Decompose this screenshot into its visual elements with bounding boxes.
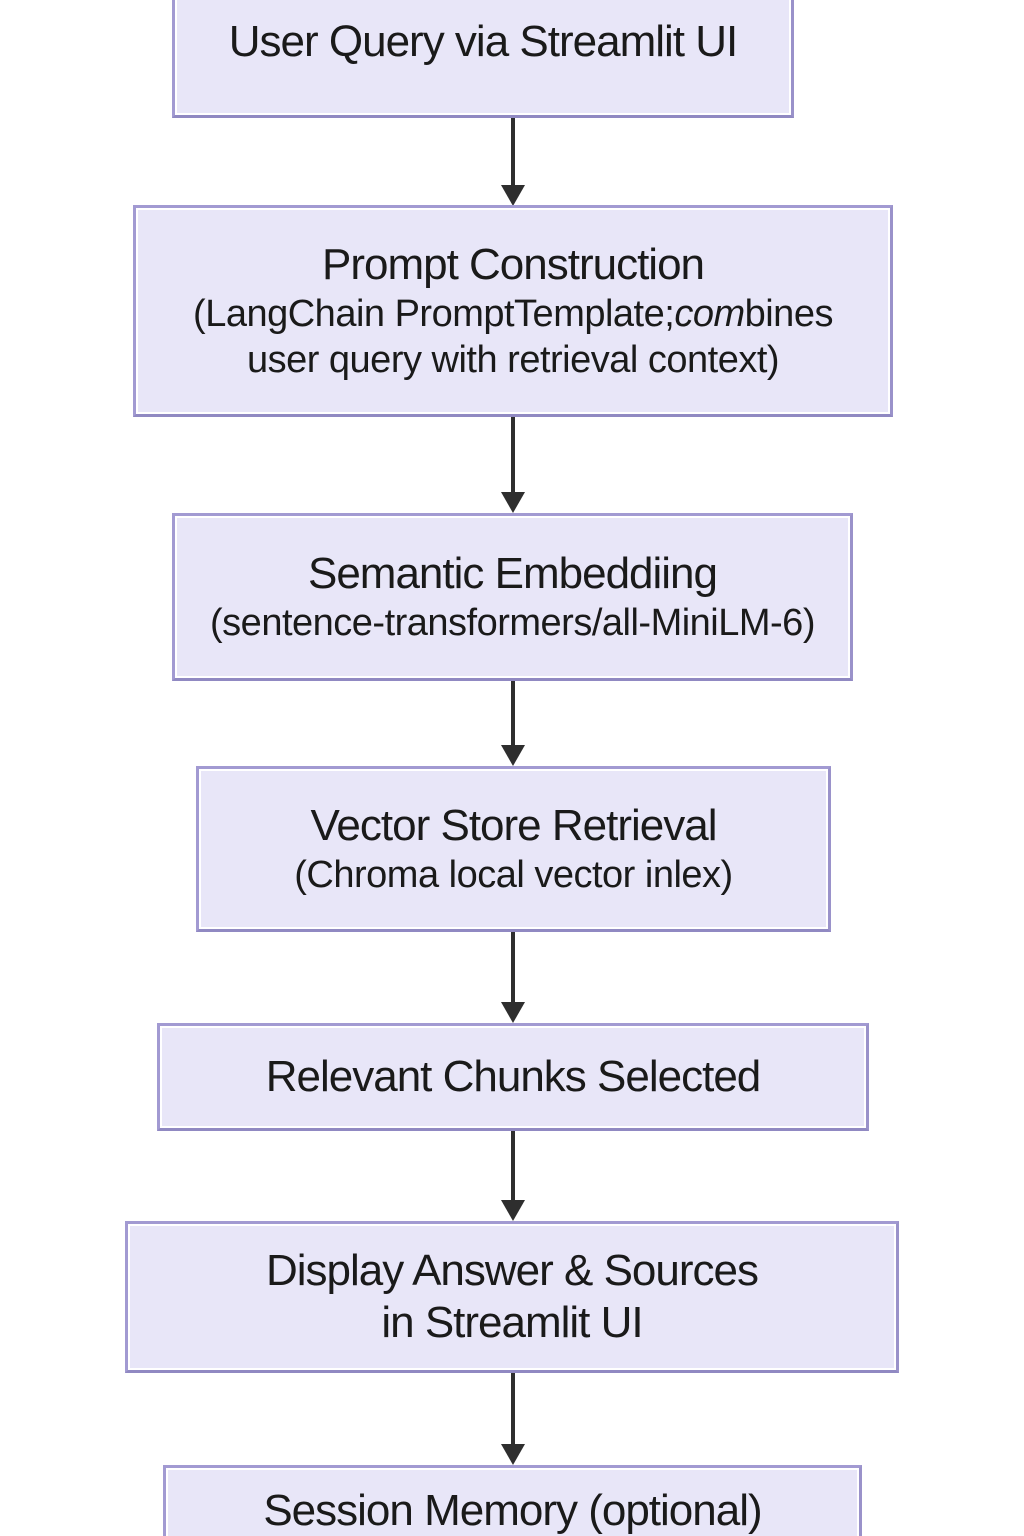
flow-arrow-2 <box>501 417 525 513</box>
subtitle-segment-italic: com <box>674 292 745 335</box>
node-title: Prompt Construction <box>321 239 705 289</box>
arrowhead-down-icon <box>501 185 525 206</box>
node-vector-store-retrieval: Vector Store Retrieval (Chroma local vec… <box>196 766 831 932</box>
node-subtitle: (Chroma local vector inlex) <box>294 853 733 896</box>
node-title: Vector Store Retrieval <box>310 800 718 850</box>
arrow-stem <box>511 681 515 745</box>
arrowhead-down-icon <box>501 745 525 766</box>
node-session-memory: Session Memory (optional) <box>163 1465 862 1536</box>
node-title: Session Memory (optional) <box>263 1486 762 1536</box>
node-title-line1: Display Answer & Sources <box>266 1246 759 1296</box>
arrow-stem <box>511 417 515 492</box>
node-title: User Query via Streamlit UI <box>228 17 738 67</box>
arrow-stem <box>511 932 515 1002</box>
node-subtitle-line2: user query with retrieval context) <box>246 338 780 381</box>
arrow-stem <box>511 118 515 185</box>
node-semantic-embedding: Semantic Embeddiing (sentence-transforme… <box>172 513 853 681</box>
arrowhead-down-icon <box>501 492 525 513</box>
arrowhead-down-icon <box>501 1444 525 1465</box>
flow-arrow-1 <box>501 118 525 206</box>
arrow-stem <box>511 1131 515 1200</box>
node-title: Relevant Chunks Selected <box>265 1052 762 1102</box>
node-title-line2: in Streamlit UI <box>381 1298 643 1347</box>
arrowhead-down-icon <box>501 1200 525 1221</box>
flow-arrow-6 <box>501 1373 525 1465</box>
subtitle-segment: bines <box>744 292 834 335</box>
subtitle-segment: (LangChain PromptTemplate; <box>193 292 675 335</box>
node-display-answer: Display Answer & Sources in Streamlit UI <box>125 1221 899 1373</box>
node-relevant-chunks: Relevant Chunks Selected <box>157 1023 869 1131</box>
arrow-stem <box>511 1373 515 1444</box>
node-user-query: User Query via Streamlit UI <box>172 0 794 118</box>
flow-arrow-4 <box>501 932 525 1023</box>
node-title: Semantic Embeddiing <box>307 548 718 598</box>
node-prompt-construction: Prompt Construction (LangChain PromptTem… <box>133 205 893 417</box>
flow-arrow-3 <box>501 681 525 766</box>
node-subtitle-line1: (LangChain PromptTemplate;combines <box>193 291 833 337</box>
flow-arrow-5 <box>501 1131 525 1221</box>
node-subtitle: (sentence-transformers/all-MiniLM-6) <box>210 601 815 644</box>
arrowhead-down-icon <box>501 1002 525 1023</box>
